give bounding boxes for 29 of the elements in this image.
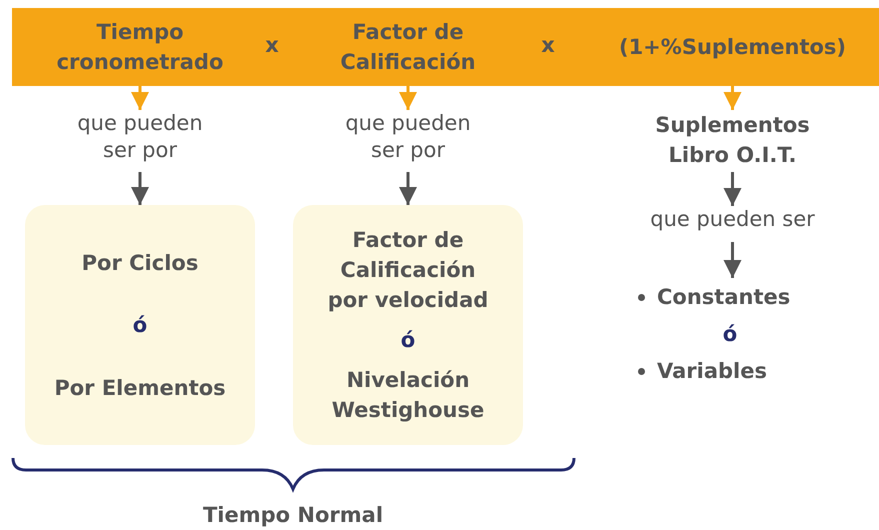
- option-text: Por Elementos: [54, 374, 226, 402]
- arrow: [131, 172, 149, 205]
- option-card: [293, 205, 523, 445]
- option-text: Nivelación Westighouse: [330, 367, 486, 424]
- option-text: Factor de Calificación por velocidad: [326, 227, 490, 314]
- arrow: [724, 172, 742, 206]
- brace-label: Tiempo Normal: [202, 502, 384, 529]
- formula-term: Factor de Calificación: [293, 8, 523, 86]
- or-text: ó: [132, 312, 148, 339]
- arrow: [131, 86, 149, 110]
- connector-text: que pueden ser: [600, 206, 865, 242]
- header-band: [12, 8, 879, 86]
- list-item-text: Variables: [657, 358, 767, 385]
- list-item-text: Constantes: [657, 284, 790, 311]
- formula-term: Tiempo cronometrado: [25, 8, 255, 86]
- or-text: ó: [722, 321, 738, 348]
- connector-text: que pueden ser por: [293, 110, 523, 172]
- supplements-heading: Suplementos Libro O.I.T.: [600, 110, 865, 172]
- arrow: [399, 86, 417, 110]
- multiply-sign: x: [264, 32, 280, 59]
- connector-text: que pueden ser por: [25, 110, 255, 172]
- arrow: [724, 86, 742, 110]
- option-card: [25, 205, 255, 445]
- arrow: [724, 242, 742, 278]
- arrow: [399, 172, 417, 205]
- option-text: Por Ciclos: [82, 250, 198, 276]
- formula-term: (1+%Suplementos): [590, 8, 875, 86]
- multiply-sign: x: [540, 32, 556, 59]
- or-text: ó: [400, 327, 416, 354]
